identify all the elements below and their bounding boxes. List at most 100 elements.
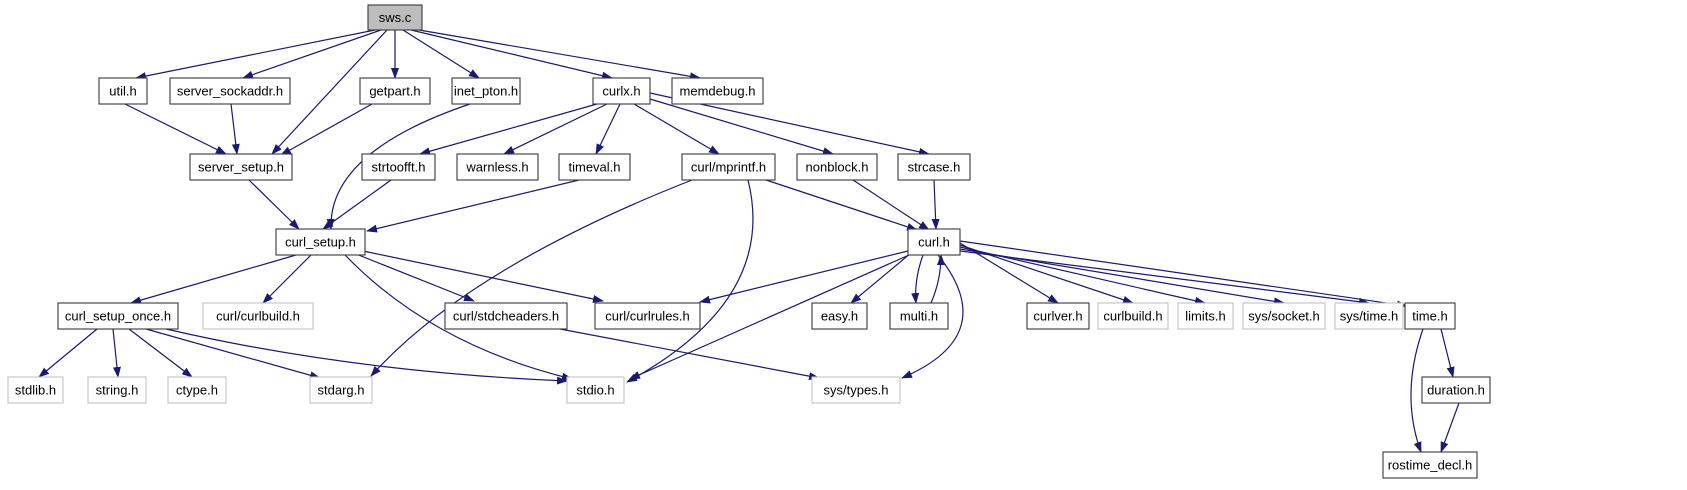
node-box-server-setup-h — [189, 153, 293, 181]
node-sys-time-h[interactable]: sys/time.h — [1334, 302, 1404, 330]
node-server-sockaddr-h[interactable]: server_sockaddr.h — [169, 77, 291, 105]
node-getpart-h[interactable]: getpart.h — [359, 77, 431, 105]
node-box-duration-h — [1421, 376, 1491, 404]
node-box-stdlib-h — [7, 376, 64, 404]
node-label-strcase-h: strcase.h — [908, 160, 961, 175]
node-label-sys-socket-h: sys/socket.h — [1248, 309, 1320, 324]
node-stdio-h[interactable]: stdio.h — [566, 376, 625, 404]
node-box-strcase-h — [897, 153, 971, 181]
node-label-memdebug-h: memdebug.h — [680, 84, 756, 99]
node-stdlib-h[interactable]: stdlib.h — [7, 376, 64, 404]
node-box-curl-h — [907, 228, 961, 256]
node-curl-setup-h[interactable]: curl_setup.h — [275, 228, 366, 256]
node-curl-stdcheaders-h[interactable]: curl/stdcheaders.h — [444, 302, 568, 330]
node-box-string-h — [87, 376, 147, 404]
node-multi-h[interactable]: multi.h — [889, 302, 949, 330]
node-label-inet-pton-h: inet_pton.h — [454, 84, 518, 99]
edge-curlx-h-to-timeval-h — [595, 103, 621, 155]
node-label-rostime-decl-h: rostime_decl.h — [1388, 458, 1473, 473]
edge-sws-c-to-server-sockaddr-h — [242, 29, 382, 79]
node-easy-h[interactable]: easy.h — [811, 302, 868, 330]
edge-sws-c-to-util-h — [135, 29, 376, 80]
edge-curl-setup-h-to-curl-stdcheaders-h — [355, 253, 475, 302]
edges-layer — [38, 29, 1460, 453]
edge-curl-h-to-curl-curlrules-h — [699, 250, 909, 304]
node-curl-mprintf-h[interactable]: curl/mprintf.h — [681, 153, 776, 181]
node-box-sys-types-h — [811, 376, 901, 404]
node-curl-curlrules-h[interactable]: curl/curlrules.h — [594, 302, 701, 330]
node-box-strtoofft-h — [361, 153, 436, 181]
edge-curl-h-to-sys-time-h — [959, 250, 1370, 306]
edge-multi-h-to-curl-h — [930, 254, 945, 304]
node-string-h[interactable]: string.h — [87, 376, 147, 404]
edge-sws-c-to-curlx-h — [410, 29, 613, 80]
edge-curl-setup-once-h-to-ctype-h — [128, 328, 193, 378]
node-curlbuild-h[interactable]: curlbuild.h — [1097, 302, 1169, 330]
edge-curl-setup-h-to-curl-curlbuild-h — [262, 254, 312, 304]
node-nonblock-h[interactable]: nonblock.h — [796, 153, 878, 181]
node-inet-pton-h[interactable]: inet_pton.h — [451, 77, 521, 105]
node-label-multi-h: multi.h — [900, 309, 938, 324]
node-curlx-h[interactable]: curlx.h — [592, 77, 651, 105]
edge-curl-h-to-multi-h — [911, 254, 924, 304]
node-ctype-h[interactable]: ctype.h — [167, 376, 227, 404]
edge-curl-h-to-easy-h — [850, 252, 912, 304]
edge-curl-setup-h-to-stdio-h — [344, 254, 573, 381]
node-timeval-h[interactable]: timeval.h — [558, 153, 631, 181]
edge-time-h-to-duration-h — [1440, 328, 1455, 378]
node-curl-curlbuild-h[interactable]: curl/curlbuild.h — [202, 302, 314, 330]
node-box-curl-setup-h — [275, 228, 366, 256]
node-label-curlver-h: curlver.h — [1033, 309, 1082, 324]
node-sys-types-h[interactable]: sys/types.h — [811, 376, 901, 404]
node-box-sys-socket-h — [1242, 302, 1326, 330]
node-label-stdarg-h: stdarg.h — [318, 383, 365, 398]
node-label-util-h: util.h — [109, 84, 136, 99]
node-label-stdio-h: stdio.h — [576, 383, 614, 398]
node-curl-setup-once-h[interactable]: curl_setup_once.h — [57, 302, 179, 330]
edge-curlx-h-to-curl-mprintf-h — [633, 103, 720, 155]
node-stdarg-h[interactable]: stdarg.h — [309, 376, 373, 404]
node-box-sys-time-h — [1334, 302, 1404, 330]
node-box-multi-h — [889, 302, 949, 330]
node-box-curl-setup-once-h — [57, 302, 179, 330]
node-box-sws-c — [367, 4, 423, 31]
edge-nonblock-h-to-curl-h — [852, 179, 930, 231]
node-label-nonblock-h: nonblock.h — [806, 160, 869, 175]
node-label-curlbuild-h: curlbuild.h — [1103, 309, 1162, 324]
node-memdebug-h[interactable]: memdebug.h — [671, 77, 764, 105]
node-strcase-h[interactable]: strcase.h — [897, 153, 971, 181]
edge-curl-mprintf-h-to-curl-h — [765, 179, 918, 231]
node-label-limits-h: limits.h — [1185, 309, 1225, 324]
node-label-server-sockaddr-h: server_sockaddr.h — [177, 84, 283, 99]
node-limits-h[interactable]: limits.h — [1177, 302, 1234, 330]
node-box-curlver-h — [1026, 302, 1090, 330]
edge-curl-setup-once-h-to-stdio-h — [165, 328, 568, 385]
edge-curl-stdcheaders-h-to-sys-types-h — [559, 328, 820, 381]
node-util-h[interactable]: util.h — [98, 77, 148, 105]
node-duration-h[interactable]: duration.h — [1421, 376, 1491, 404]
edge-server-sockaddr-h-to-server-setup-h — [230, 103, 240, 155]
node-strtoofft-h[interactable]: strtoofft.h — [361, 153, 436, 181]
node-label-time-h: time.h — [1412, 309, 1447, 324]
node-warnless-h[interactable]: warnless.h — [456, 153, 539, 181]
node-box-rostime-decl-h — [1382, 451, 1478, 479]
node-label-curl-h: curl.h — [918, 235, 950, 250]
node-time-h[interactable]: time.h — [1404, 302, 1456, 330]
edge-curl-setup-h-to-curl-setup-once-h — [130, 254, 297, 305]
node-server-setup-h[interactable]: server_setup.h — [189, 153, 293, 181]
edge-curl-setup-once-h-to-stdlib-h — [38, 328, 98, 378]
node-box-curlx-h — [592, 77, 651, 105]
node-label-curl-stdcheaders-h: curl/stdcheaders.h — [453, 309, 559, 324]
node-box-inet-pton-h — [451, 77, 521, 105]
node-label-sws-c: sws.c — [379, 10, 412, 25]
node-label-string-h: string.h — [96, 383, 139, 398]
node-sys-socket-h[interactable]: sys/socket.h — [1242, 302, 1326, 330]
node-curlver-h[interactable]: curlver.h — [1026, 302, 1090, 330]
edge-sws-c-to-memdebug-h — [418, 29, 701, 81]
node-box-warnless-h — [456, 153, 539, 181]
edge-curlx-h-to-warnless-h — [503, 103, 608, 155]
node-rostime-decl-h[interactable]: rostime_decl.h — [1382, 451, 1478, 479]
node-curl-h[interactable]: curl.h — [907, 228, 961, 256]
edge-curl-setup-h-to-curl-curlrules-h — [362, 250, 604, 303]
